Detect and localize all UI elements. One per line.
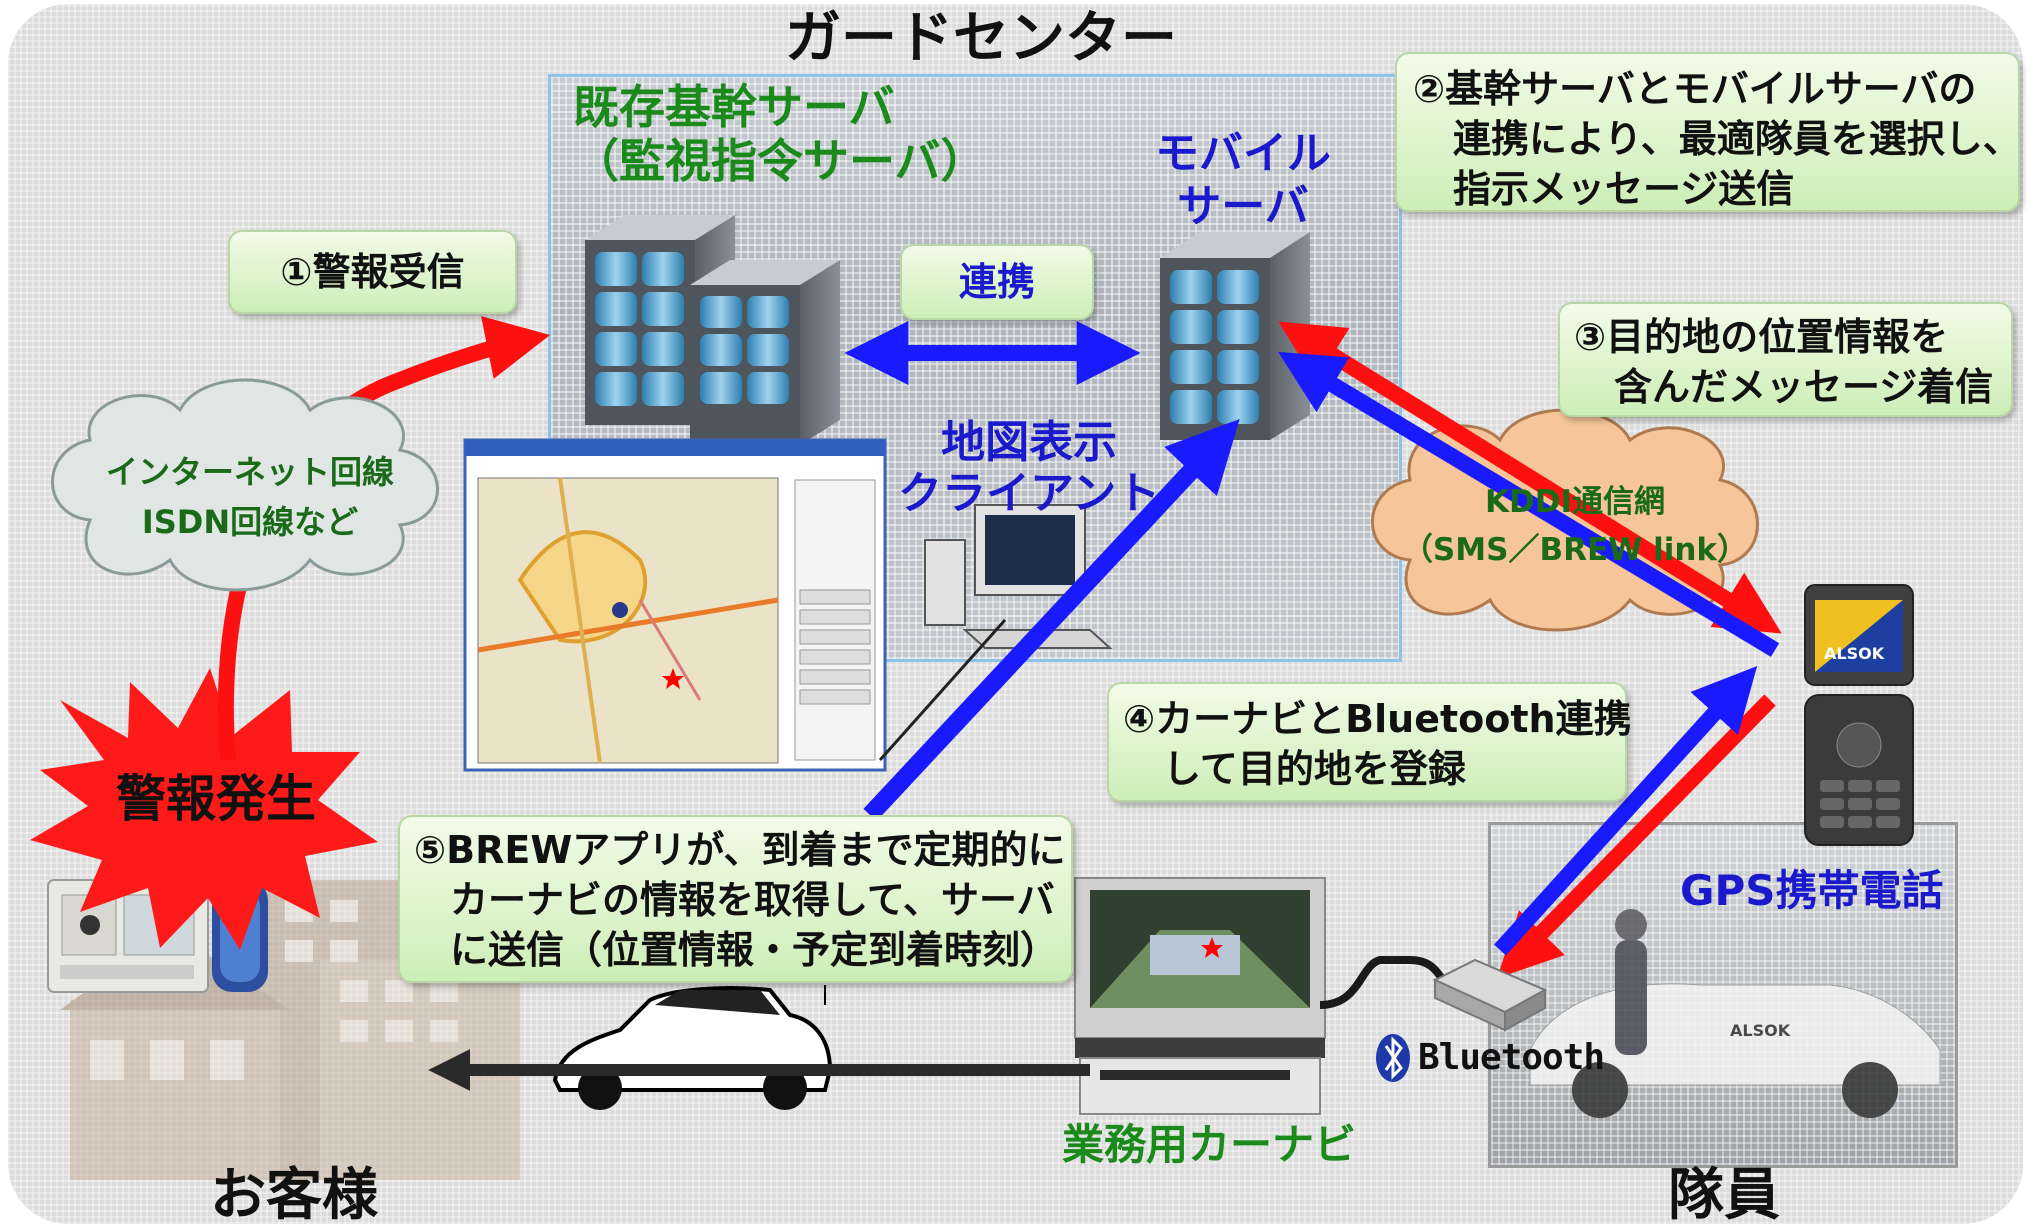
backbone-server-label-line2: （監視指令サーバ）	[573, 134, 987, 189]
kddi-cloud-label: KDDI通信網 （SMS／BREW link）	[1395, 478, 1755, 574]
mobile-server-label-line2: サーバ	[1177, 180, 1309, 232]
internet-cloud-shape	[51, 378, 439, 592]
step1-box: ①警報受信	[228, 230, 517, 314]
step1-text: ①警報受信	[280, 249, 465, 294]
patrol-car-icon	[552, 985, 833, 1110]
bluetooth-label: Bluetooth	[1418, 1037, 1605, 1078]
map-client-label-line1: 地図表示	[941, 417, 1118, 468]
mobile-server-label: モバイル サーバ	[1155, 128, 1331, 234]
step4-text-line1: ④カーナビとBluetooth連携	[1123, 697, 1632, 741]
kddi-cloud-line1: KDDI通信網	[1484, 484, 1666, 520]
internet-cloud-label: インターネット回線 ISDN回線など	[100, 448, 400, 547]
link-label: 連携	[958, 259, 1035, 304]
internet-cloud-line2: ISDN回線など	[141, 502, 359, 541]
customer-title: お客様	[210, 1163, 378, 1228]
step2-text-line1: ②基幹サーバとモバイルサーバの	[1413, 67, 1977, 111]
guard-title: 隊員	[1668, 1163, 1780, 1228]
bluetooth-logo-icon	[1376, 1034, 1410, 1082]
step5-text-line2: カーナビの情報を取得して、サーバ	[450, 878, 1055, 923]
step5-text-line1: ⑤BREWアプリが、到着まで定期的に	[414, 828, 1066, 872]
guard-center-title: ガードセンター	[785, 6, 1177, 71]
mobile-server-icon	[1160, 232, 1310, 440]
alarm-label: 警報発生	[116, 770, 316, 828]
step5-box: ⑤BREWアプリが、到着まで定期的に カーナビの情報を取得して、サーバ に送信（…	[398, 815, 1073, 983]
gps-phone-label: GPS携帯電話	[1680, 866, 1944, 915]
map-client-label: 地図表示 クライアント	[898, 417, 1161, 519]
link-label-box: 連携	[900, 244, 1094, 320]
backbone-server-icon	[585, 215, 840, 445]
internet-cloud-line1: インターネット回線	[105, 453, 394, 491]
step4-box: ④カーナビとBluetooth連携 して目的地を登録	[1107, 682, 1632, 802]
bluetooth-module-icon	[1432, 958, 1548, 1032]
map-client-screenshot	[463, 438, 887, 772]
step5-text-line3: に送信（位置情報・予定到着時刻）	[450, 928, 1059, 973]
step4-text-line2: して目的地を登録	[1163, 747, 1466, 792]
gps-phone-device	[1804, 584, 1914, 846]
step2-box: ②基幹サーバとモバイルサーバの 連携により、最適隊員を選択し、 指示メッセージ送…	[1395, 52, 2021, 212]
alarm-burst-shape	[30, 668, 378, 950]
navi-to-server-arrow	[863, 418, 1240, 822]
bluetooth-cable	[1319, 956, 1452, 1009]
car-navi-device	[1074, 877, 1326, 1115]
phone-to-server-arrow	[1278, 351, 1780, 657]
step3-box: ③目的地の位置情報を 含んだメッセージ着信	[1558, 302, 2013, 417]
navi-to-phone-arrow	[1494, 666, 1758, 956]
backbone-server-label-line1: 既存基幹サーバ	[573, 80, 895, 134]
step2-text-line2: 連携により、最適隊員を選択し、	[1453, 117, 2021, 162]
kddi-cloud-line2: （SMS／BREW link）	[1401, 532, 1749, 569]
phone-to-navi-arrow	[1497, 694, 1776, 979]
step3-text-line2: 含んだメッセージ着信	[1614, 365, 1994, 410]
car-navi-label: 業務用カーナビ	[1062, 1120, 1357, 1169]
guard-car-photo	[1529, 909, 1941, 1118]
phone-brand-label: ALSOK	[1824, 644, 1885, 663]
server-to-phone-arrow	[1278, 321, 1782, 634]
step2-text-line3: 指示メッセージ送信	[1453, 167, 1795, 212]
mobile-server-label-line1: モバイル	[1155, 128, 1331, 179]
car-brand-label: ALSOK	[1730, 1021, 1791, 1040]
map-client-label-line2: クライアント	[898, 467, 1161, 519]
backbone-server-label: 既存基幹サーバ （監視指令サーバ）	[573, 80, 987, 189]
client-leader-line	[878, 619, 1007, 761]
step3-text-line1: ③目的地の位置情報を	[1574, 315, 1949, 359]
